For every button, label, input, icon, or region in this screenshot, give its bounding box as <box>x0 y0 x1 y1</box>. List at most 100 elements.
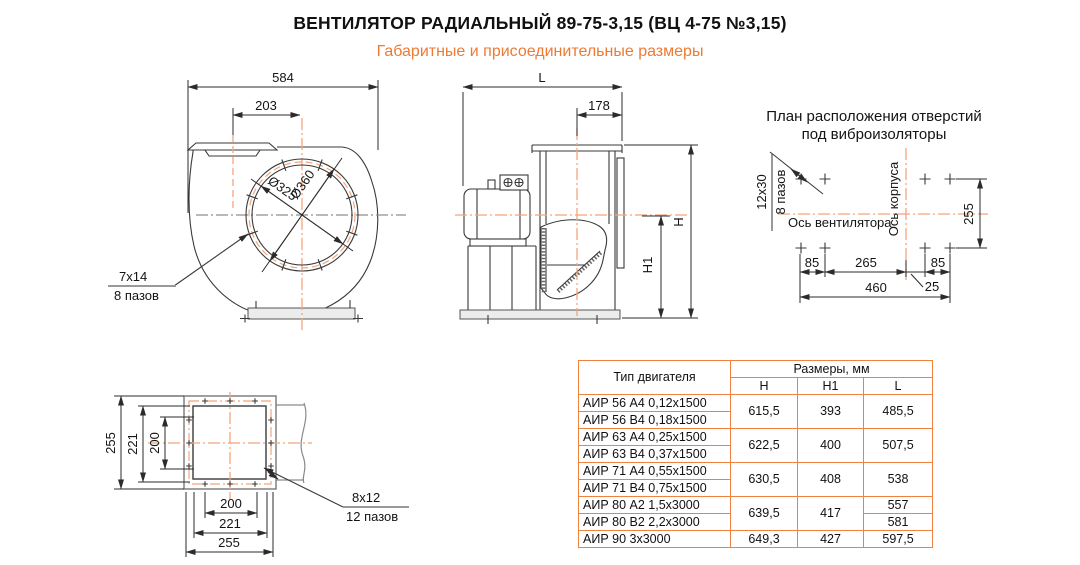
dim-h1-cell: 427 <box>797 530 864 548</box>
duct-walls <box>539 151 616 310</box>
dim-265-label: 265 <box>855 255 877 270</box>
dim-h-cell: 630,5 <box>730 462 798 497</box>
inlet-collar-inner <box>203 149 262 157</box>
dim-584-label: 584 <box>272 70 294 85</box>
duct-break-lines <box>276 404 304 481</box>
bolt-circle <box>248 161 356 269</box>
dim-l-cell: 485,5 <box>862 394 934 429</box>
dim-l-cell: 507,5 <box>862 428 934 463</box>
motor-type-cell: АИР 71 А4 0,55x1500 <box>578 462 731 480</box>
front-view-drawing: Ø360 Ø325 584 203 7x14 8 пазов <box>108 70 406 333</box>
table-row: АИР 71 А4 0,55x1500 630,5 408 538 <box>578 462 934 497</box>
plan-slot-size-label: 12x30 <box>754 174 769 209</box>
motor-type-cell: АИР 80 В2 2,2x3000 <box>578 513 731 531</box>
table-header-h1: H1 <box>797 377 864 395</box>
flange-slot-arrow-se <box>267 471 279 480</box>
table-row: АИР 80 В2 2,2x3000 581 <box>578 513 934 531</box>
base-plate <box>459 309 621 320</box>
table-row: АИР 63 А4 0,25x1500 622,5 400 507,5 <box>578 428 934 463</box>
table-header-h: H <box>730 377 798 395</box>
dim-H1-label: Н1 <box>640 257 655 274</box>
dia325-arrow-right <box>301 214 344 245</box>
dim-l-cell: 581 <box>862 513 934 531</box>
dim-h-cell: 615,5 <box>730 394 798 429</box>
foot-connectors <box>240 300 363 323</box>
dim-v255-label: 255 <box>103 432 118 454</box>
dia360-arrow-down <box>269 214 303 262</box>
inlet-slot-ticks <box>246 159 358 271</box>
inlet-inner-circle <box>251 164 353 266</box>
motor-foot <box>469 238 527 247</box>
flange-view-drawing: 255 221 200 200 221 255 8x12 12 пазов <box>103 392 409 557</box>
plan-extension-lines <box>799 178 987 303</box>
motor-type-cell: АИР 80 А2 1,5x3000 <box>578 496 731 514</box>
slot-count-label: 8 пазов <box>114 288 159 303</box>
slot-leader-line <box>173 233 249 287</box>
dim-v221-label: 221 <box>125 433 140 455</box>
side-flange-plate <box>616 157 625 269</box>
body-axis-label: Ось корпуса <box>886 161 901 236</box>
page-title: ВЕНТИЛЯТОР РАДИАЛЬНЫЙ 89-75-3,15 (ВЦ 4-7… <box>293 13 787 33</box>
motor-type-cell: АИР 56 В4 0,18x1500 <box>578 411 731 429</box>
motor-end-rings <box>476 189 521 239</box>
table-row: АИР 56 А4 0,12x1500 615,5 393 485,5 <box>578 394 934 429</box>
dim-h1-cell: 408 <box>797 462 864 497</box>
terminal-bolts-icon <box>503 177 524 188</box>
dim-h-cell: 622,5 <box>730 428 798 463</box>
base-plate-ticks <box>487 315 598 324</box>
flange-slot-count-label: 12 пазов <box>346 509 398 524</box>
dim-l-cell: 538 <box>862 462 934 497</box>
motor-dimensions-table: Тип двигателя Размеры, мм H H1 L АИР 56 … <box>578 360 934 548</box>
dim-255-label: 255 <box>961 203 976 225</box>
dim-v200-label: 200 <box>147 432 162 454</box>
duct-break-curve <box>300 402 307 484</box>
dim-l-cell: 597,5 <box>862 530 934 548</box>
scroll-inner-lines <box>545 228 601 292</box>
table-header-l: L <box>862 377 934 395</box>
page-subtitle: Габаритные и присоединительные размеры <box>376 43 704 60</box>
dia325-arrow-left <box>260 185 303 216</box>
motor-pedestal <box>467 245 537 310</box>
dim-h1-cell: 393 <box>797 394 864 429</box>
dim-25-leader <box>910 273 924 288</box>
dim-H-label: Н <box>671 217 686 226</box>
dim-203-label: 203 <box>255 98 277 113</box>
plan-title-line2: под виброизоляторы <box>802 126 947 143</box>
flange-slot-ticks <box>186 398 274 487</box>
motor-type-cell: АИР 63 В4 0,37x1500 <box>578 445 731 463</box>
plan-slot-arrow-se <box>796 173 808 183</box>
hole-crosses-top-row <box>795 173 956 185</box>
hole-crosses-bottom-row <box>795 242 956 254</box>
table-row: АИР 90 3x3000 649,3 427 597,5 <box>578 530 934 548</box>
flange-slot-size-label: 8x12 <box>352 490 380 505</box>
dim-h255-label: 255 <box>218 535 240 550</box>
dim-h1-cell: 417 <box>797 496 864 531</box>
dim-85-right-label: 85 <box>931 255 945 270</box>
table-row: АИР 80 А2 1,5x3000 639,5 417 557 <box>578 496 934 531</box>
inlet-outer-circle <box>245 158 359 272</box>
plan-slot-count-label: 8 пазов <box>773 169 788 214</box>
dim-L-label: L <box>538 70 545 85</box>
motor-type-cell: АИР 71 В4 0,75x1500 <box>578 479 731 497</box>
dim-178-label: 178 <box>588 98 610 113</box>
flange-extension-lines <box>114 395 274 557</box>
dim-l-cell: 557 <box>862 496 934 514</box>
motor-type-cell: АИР 56 А4 0,12x1500 <box>578 394 731 412</box>
dim-h1-cell: 400 <box>797 428 864 463</box>
dim-85-left-label: 85 <box>805 255 819 270</box>
dim-h-cell: 649,3 <box>730 530 798 548</box>
table-header-sizes: Размеры, мм <box>729 360 934 378</box>
slot-size-label: 7x14 <box>119 269 147 284</box>
motor-type-cell: АИР 90 3x3000 <box>578 530 731 548</box>
fan-axis-label: Ось вентилятора <box>788 215 892 230</box>
side-view-drawing: L 178 Н Н1 <box>455 70 698 324</box>
dim-h200-label: 200 <box>220 496 242 511</box>
scroll-cutaway <box>540 219 608 300</box>
motor-stub <box>487 179 496 190</box>
dia360-arrow-up <box>301 168 335 216</box>
plan-view-drawing: План расположения отверстий под виброизо… <box>754 108 988 303</box>
dim-h-cell: 639,5 <box>730 496 798 531</box>
dim-25-label: 25 <box>925 279 939 294</box>
